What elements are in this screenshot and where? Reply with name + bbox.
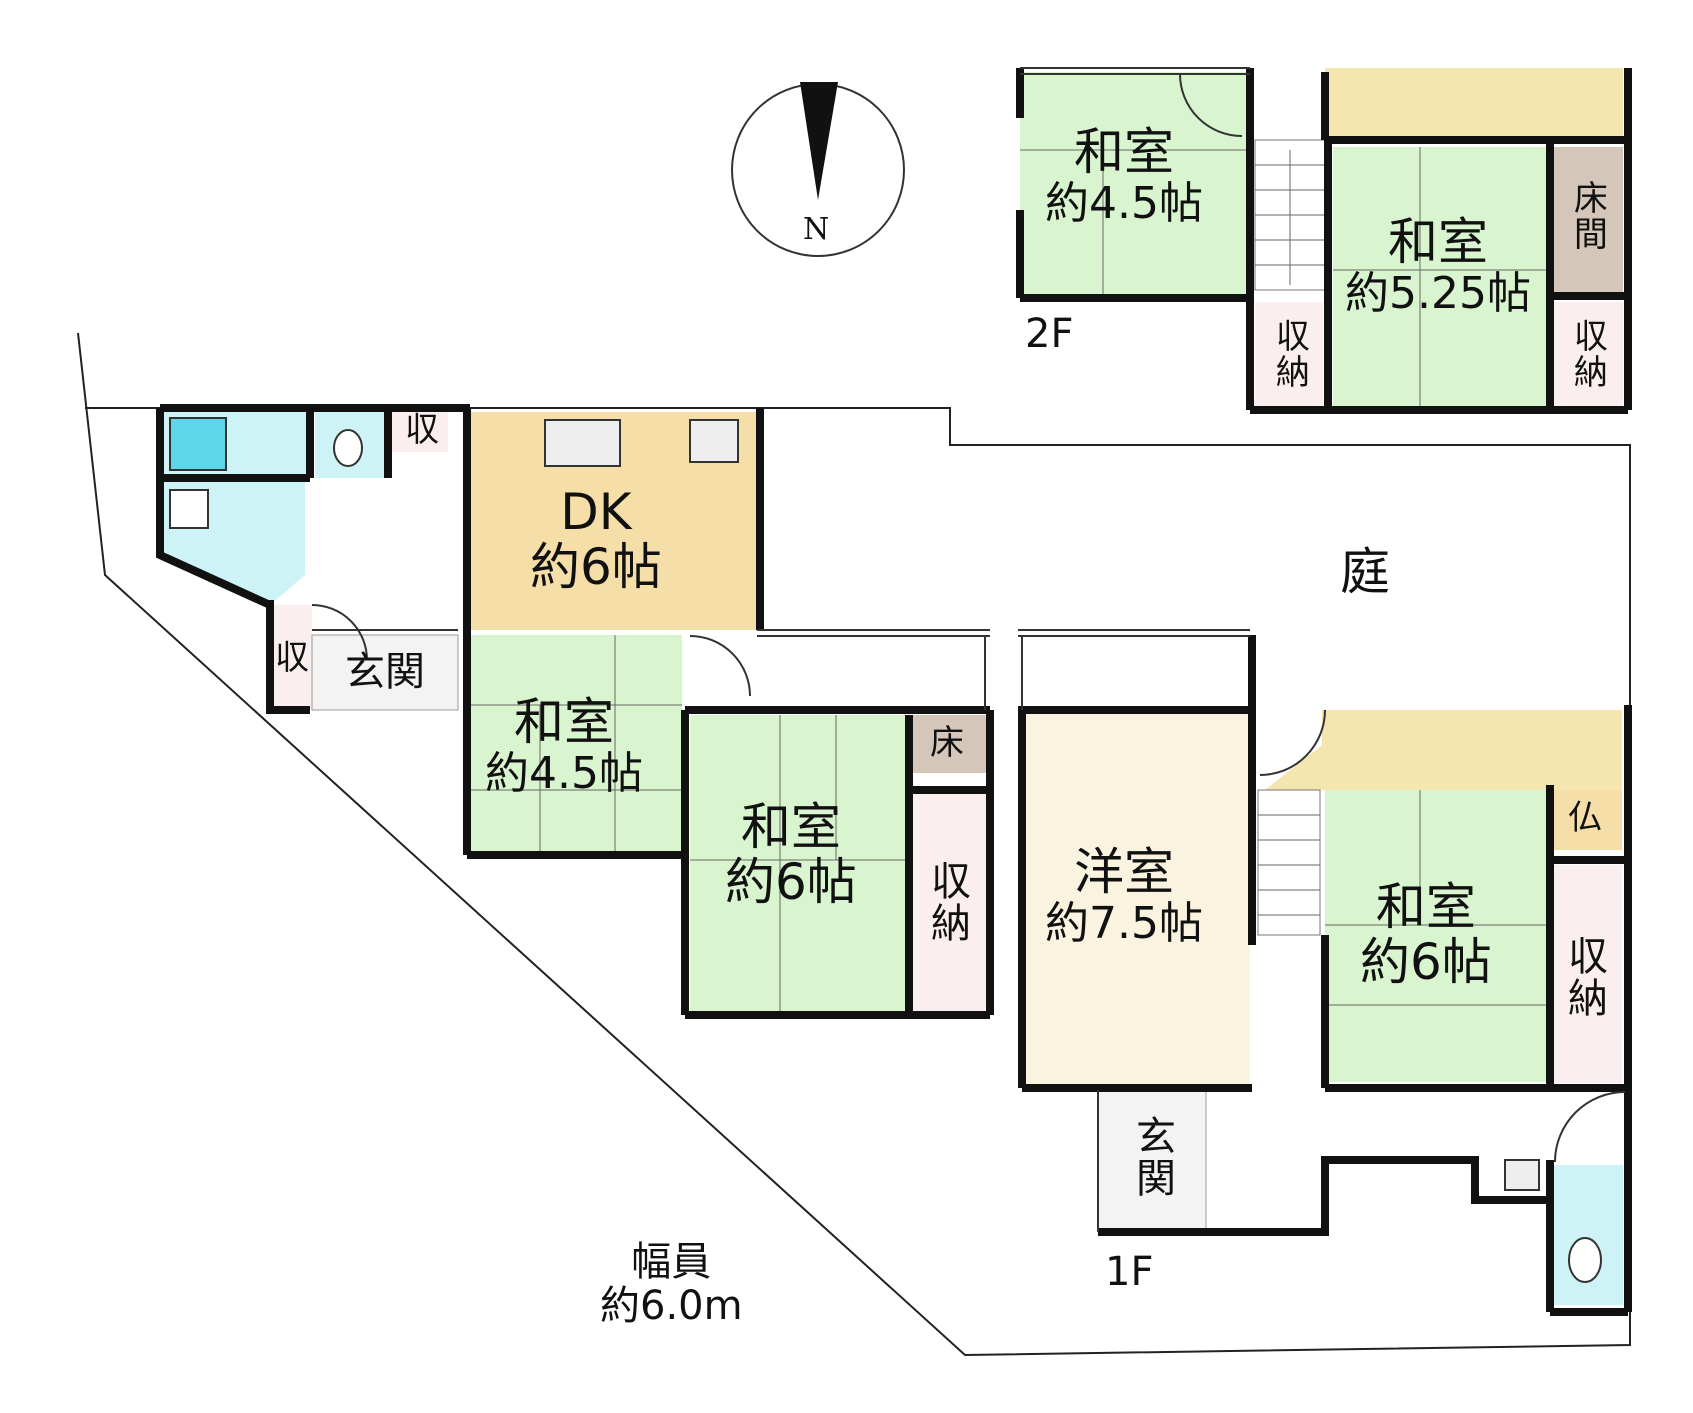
label-2f-washitsu-45: 和室 約4.5帖 — [1045, 125, 1203, 228]
room-name: 和室 — [1387, 213, 1488, 271]
room-name: 和室 — [513, 693, 614, 751]
room-size: 約6帖 — [1360, 933, 1492, 991]
room-storage-center — [912, 790, 987, 1012]
room-yoshitsu — [1022, 710, 1250, 1085]
room-name: 和室 — [1375, 878, 1476, 936]
room-size: 約5.25帖 — [1345, 268, 1531, 319]
room-size: 約6帖 — [725, 853, 857, 911]
label-2f-washitsu-525: 和室 約5.25帖 — [1345, 215, 1531, 318]
road-label-name: 幅員 — [631, 1239, 712, 1285]
room-size: 約4.5帖 — [1045, 178, 1203, 229]
room-name: 洋室 — [1073, 843, 1174, 901]
bathtub — [169, 417, 227, 471]
floor-label-1f: 1F — [1105, 1249, 1154, 1295]
room-2f-storage-left — [1255, 302, 1323, 407]
room-name: DK — [560, 483, 632, 541]
label-tokonoma-1f: 床 — [930, 723, 964, 763]
room-storage-left — [272, 605, 312, 710]
compass-north-label: N — [803, 212, 830, 247]
road-label: 幅員 約6.0m — [600, 1240, 743, 1328]
label-storage-left: 収 — [275, 638, 309, 678]
room-name: 和室 — [1073, 123, 1174, 181]
room-washitsu-6a — [690, 715, 910, 1013]
compass-icon — [731, 82, 905, 257]
room-2f-tokonoma — [1553, 147, 1623, 292]
label-washitsu-45: 和室 約4.5帖 — [485, 695, 643, 798]
room-tokonoma-1f — [912, 715, 987, 773]
label-storage-right: 収納 — [1561, 935, 1607, 1019]
room-butsudan — [1550, 790, 1622, 850]
label-washitsu-6a: 和室 約6帖 — [725, 800, 857, 910]
room-2f-washitsu-45 — [1020, 72, 1248, 294]
label-2f-storage-right: 収納 — [1567, 318, 1608, 390]
room-toilet-2 — [1548, 1165, 1623, 1305]
room-name: 和室 — [740, 798, 841, 856]
room-storage-right — [1550, 865, 1622, 1083]
room-storage-top — [390, 412, 448, 452]
room-1f-stairs — [1257, 789, 1321, 936]
label-2f-tokonoma: 床間 — [1567, 180, 1608, 252]
label-entrance-left: 玄関 — [345, 649, 425, 695]
room-2f-washitsu-525 — [1333, 147, 1553, 407]
first-floor-right — [1018, 629, 1632, 1316]
second-floor-plan — [1016, 67, 1632, 414]
label-yoshitsu: 洋室 約7.5帖 — [1045, 845, 1203, 948]
garden-label: 庭 — [1340, 543, 1390, 601]
label-storage-center: 収納 — [924, 860, 970, 944]
label-storage-top: 収 — [405, 410, 439, 450]
room-2f-veranda — [1325, 68, 1623, 140]
room-2f-storage-right — [1553, 302, 1623, 407]
room-entrance-left — [311, 634, 459, 711]
room-washitsu-45 — [467, 635, 682, 855]
room-size: 約4.5帖 — [485, 748, 643, 799]
label-washitsu-6b: 和室 約6帖 — [1360, 880, 1492, 990]
road-label-width: 約6.0m — [600, 1283, 743, 1329]
label-dk: DK 約6帖 — [530, 485, 662, 595]
room-size: 約6帖 — [530, 538, 662, 596]
label-butsudan: 仏 — [1568, 798, 1602, 838]
room-1f-engawa — [1265, 710, 1622, 790]
room-washitsu-6b — [1325, 790, 1547, 1082]
room-size: 約7.5帖 — [1045, 898, 1203, 949]
first-floor-left — [156, 404, 994, 1019]
floor-label-2f: 2F — [1025, 311, 1074, 357]
label-2f-storage-left: 収納 — [1269, 318, 1310, 390]
label-entrance-right: 玄関 — [1129, 1115, 1175, 1199]
